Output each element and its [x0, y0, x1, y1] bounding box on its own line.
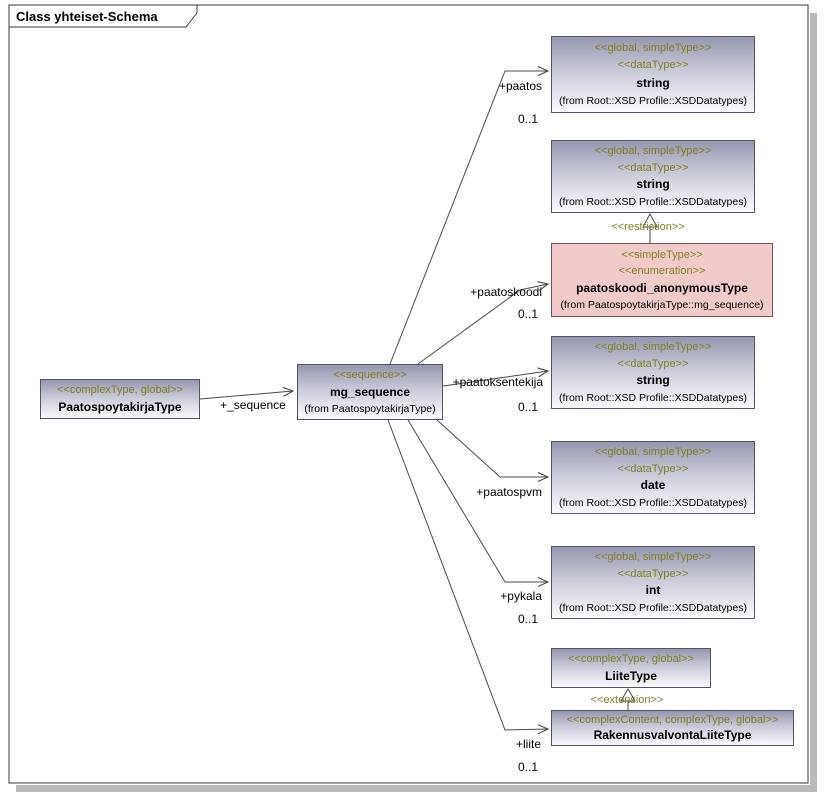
stereotype-label: <<dataType>> — [617, 462, 689, 475]
diagram-title: Class yhteiset-Schema — [16, 9, 158, 24]
class-name: string — [636, 177, 670, 192]
class-name: string — [636, 373, 670, 388]
stereotype-label: <<dataType>> — [617, 567, 689, 580]
class-from-note: (from Root::XSD Profile::XSDDatatypes) — [559, 195, 747, 208]
extension-triangle-icon — [620, 688, 636, 702]
class-name: RakennusvalvontaLiiteType — [593, 728, 752, 742]
class-box-int[interactable]: <<global, simpleType>> <<dataType>> int … — [551, 546, 755, 619]
class-from-note: (from PaatospoytakirjaType::mg_sequence) — [560, 299, 764, 312]
edge-multiplicity-pykala: 0..1 — [517, 612, 538, 626]
stereotype-label: <<simpleType>> — [621, 248, 703, 261]
association-paatoksentekija[interactable] — [442, 371, 548, 387]
stereotype-label: <<complexType, global>> — [568, 653, 694, 666]
class-box-paatospoytakirjatype[interactable]: <<complexType, global>> Paatospoytakirja… — [40, 379, 200, 419]
edge-label-restriction: <<restriction>> — [611, 221, 685, 233]
association-pykala[interactable] — [407, 419, 548, 582]
diagram-frame-tab — [8, 4, 198, 28]
class-from-note: (from Root::XSD Profile::XSDDatatypes) — [559, 391, 747, 404]
edge-multiplicity-paatoskoodi: 0..1 — [517, 307, 538, 321]
stereotype-label: <<global, simpleType>> — [594, 446, 712, 459]
class-name: paatoskoodi_anonymousType — [576, 280, 748, 295]
class-name: PaatospoytakirjaType — [58, 399, 182, 414]
class-box-string-paatoksentekija[interactable]: <<global, simpleType>> <<dataType>> stri… — [551, 336, 755, 409]
edge-label-paatospvm: +paatospvm — [476, 485, 542, 499]
stereotype-label: <<complexType, global>> — [57, 384, 183, 397]
edge-label-sequence: +_sequence — [220, 398, 286, 412]
restriction-triangle-icon — [642, 212, 658, 228]
association-liite[interactable] — [387, 419, 548, 730]
class-name: string — [636, 75, 670, 90]
class-from-note: (from Root::XSD Profile::XSDDatatypes) — [559, 601, 747, 614]
edge-multiplicity-paatoksentekija: 0..1 — [517, 400, 538, 414]
class-from-note: (from Root::XSD Profile::XSDDatatypes) — [559, 94, 747, 107]
class-box-liitetype[interactable]: <<complexType, global>> LiiteType — [551, 648, 711, 688]
association-paatospvm[interactable] — [436, 419, 548, 477]
stereotype-label: <<global, simpleType>> — [594, 551, 712, 564]
class-box-string-base[interactable]: <<global, simpleType>> <<dataType>> stri… — [551, 140, 755, 213]
class-box-mg-sequence[interactable]: <<sequence>> mg_sequence (from Paatospoy… — [297, 364, 443, 420]
association-sequence[interactable] — [199, 391, 293, 400]
stereotype-label: <<sequence>> — [333, 369, 407, 382]
stereotype-label: <<dataType>> — [617, 161, 689, 174]
association-paatos[interactable] — [389, 71, 548, 365]
class-from-note: (from Root::XSD Profile::XSDDatatypes) — [559, 496, 747, 509]
stereotype-label: <<global, simpleType>> — [594, 42, 712, 55]
frame-shadow-right — [810, 13, 817, 792]
stereotype-label: <<complexContent, complexType, global>> — [566, 714, 779, 726]
class-from-note: (from PaatospoytakirjaType) — [304, 402, 436, 415]
class-name: int — [645, 583, 661, 598]
class-box-rakennusvalvontaliitetype[interactable]: <<complexContent, complexType, global>> … — [551, 710, 794, 746]
stereotype-label: <<dataType>> — [617, 357, 689, 370]
class-name: date — [640, 478, 666, 493]
edge-label-pykala: +pykala — [500, 589, 542, 603]
class-box-date[interactable]: <<global, simpleType>> <<dataType>> date… — [551, 441, 755, 514]
stereotype-label: <<global, simpleType>> — [594, 145, 712, 158]
edge-label-paatoskoodi: +paatoskoodi — [470, 285, 542, 299]
stereotype-label: <<dataType>> — [617, 59, 689, 72]
edge-label-liite: +liite — [515, 737, 541, 751]
frame-shadow-bottom — [16, 785, 817, 792]
edge-label-paatos: +paatos — [498, 79, 542, 93]
edge-label-paatoksentekija: +paatoksentekija — [452, 375, 543, 389]
class-name: mg_sequence — [329, 384, 411, 399]
class-name: LiiteType — [605, 668, 657, 683]
class-box-paatoskoodi-anonymoustype[interactable]: <<simpleType>> <<enumeration>> paatoskoo… — [551, 243, 773, 317]
stereotype-label: <<global, simpleType>> — [594, 341, 712, 354]
edge-label-extension: <<extension>> — [590, 694, 664, 706]
edge-multiplicity-paatos: 0..1 — [517, 112, 538, 126]
stereotype-label: <<enumeration>> — [618, 265, 706, 278]
edge-multiplicity-liite: 0..1 — [517, 760, 538, 774]
class-box-string-paatos[interactable]: <<global, simpleType>> <<dataType>> stri… — [551, 36, 755, 113]
association-paatoskoodi[interactable] — [417, 284, 548, 365]
